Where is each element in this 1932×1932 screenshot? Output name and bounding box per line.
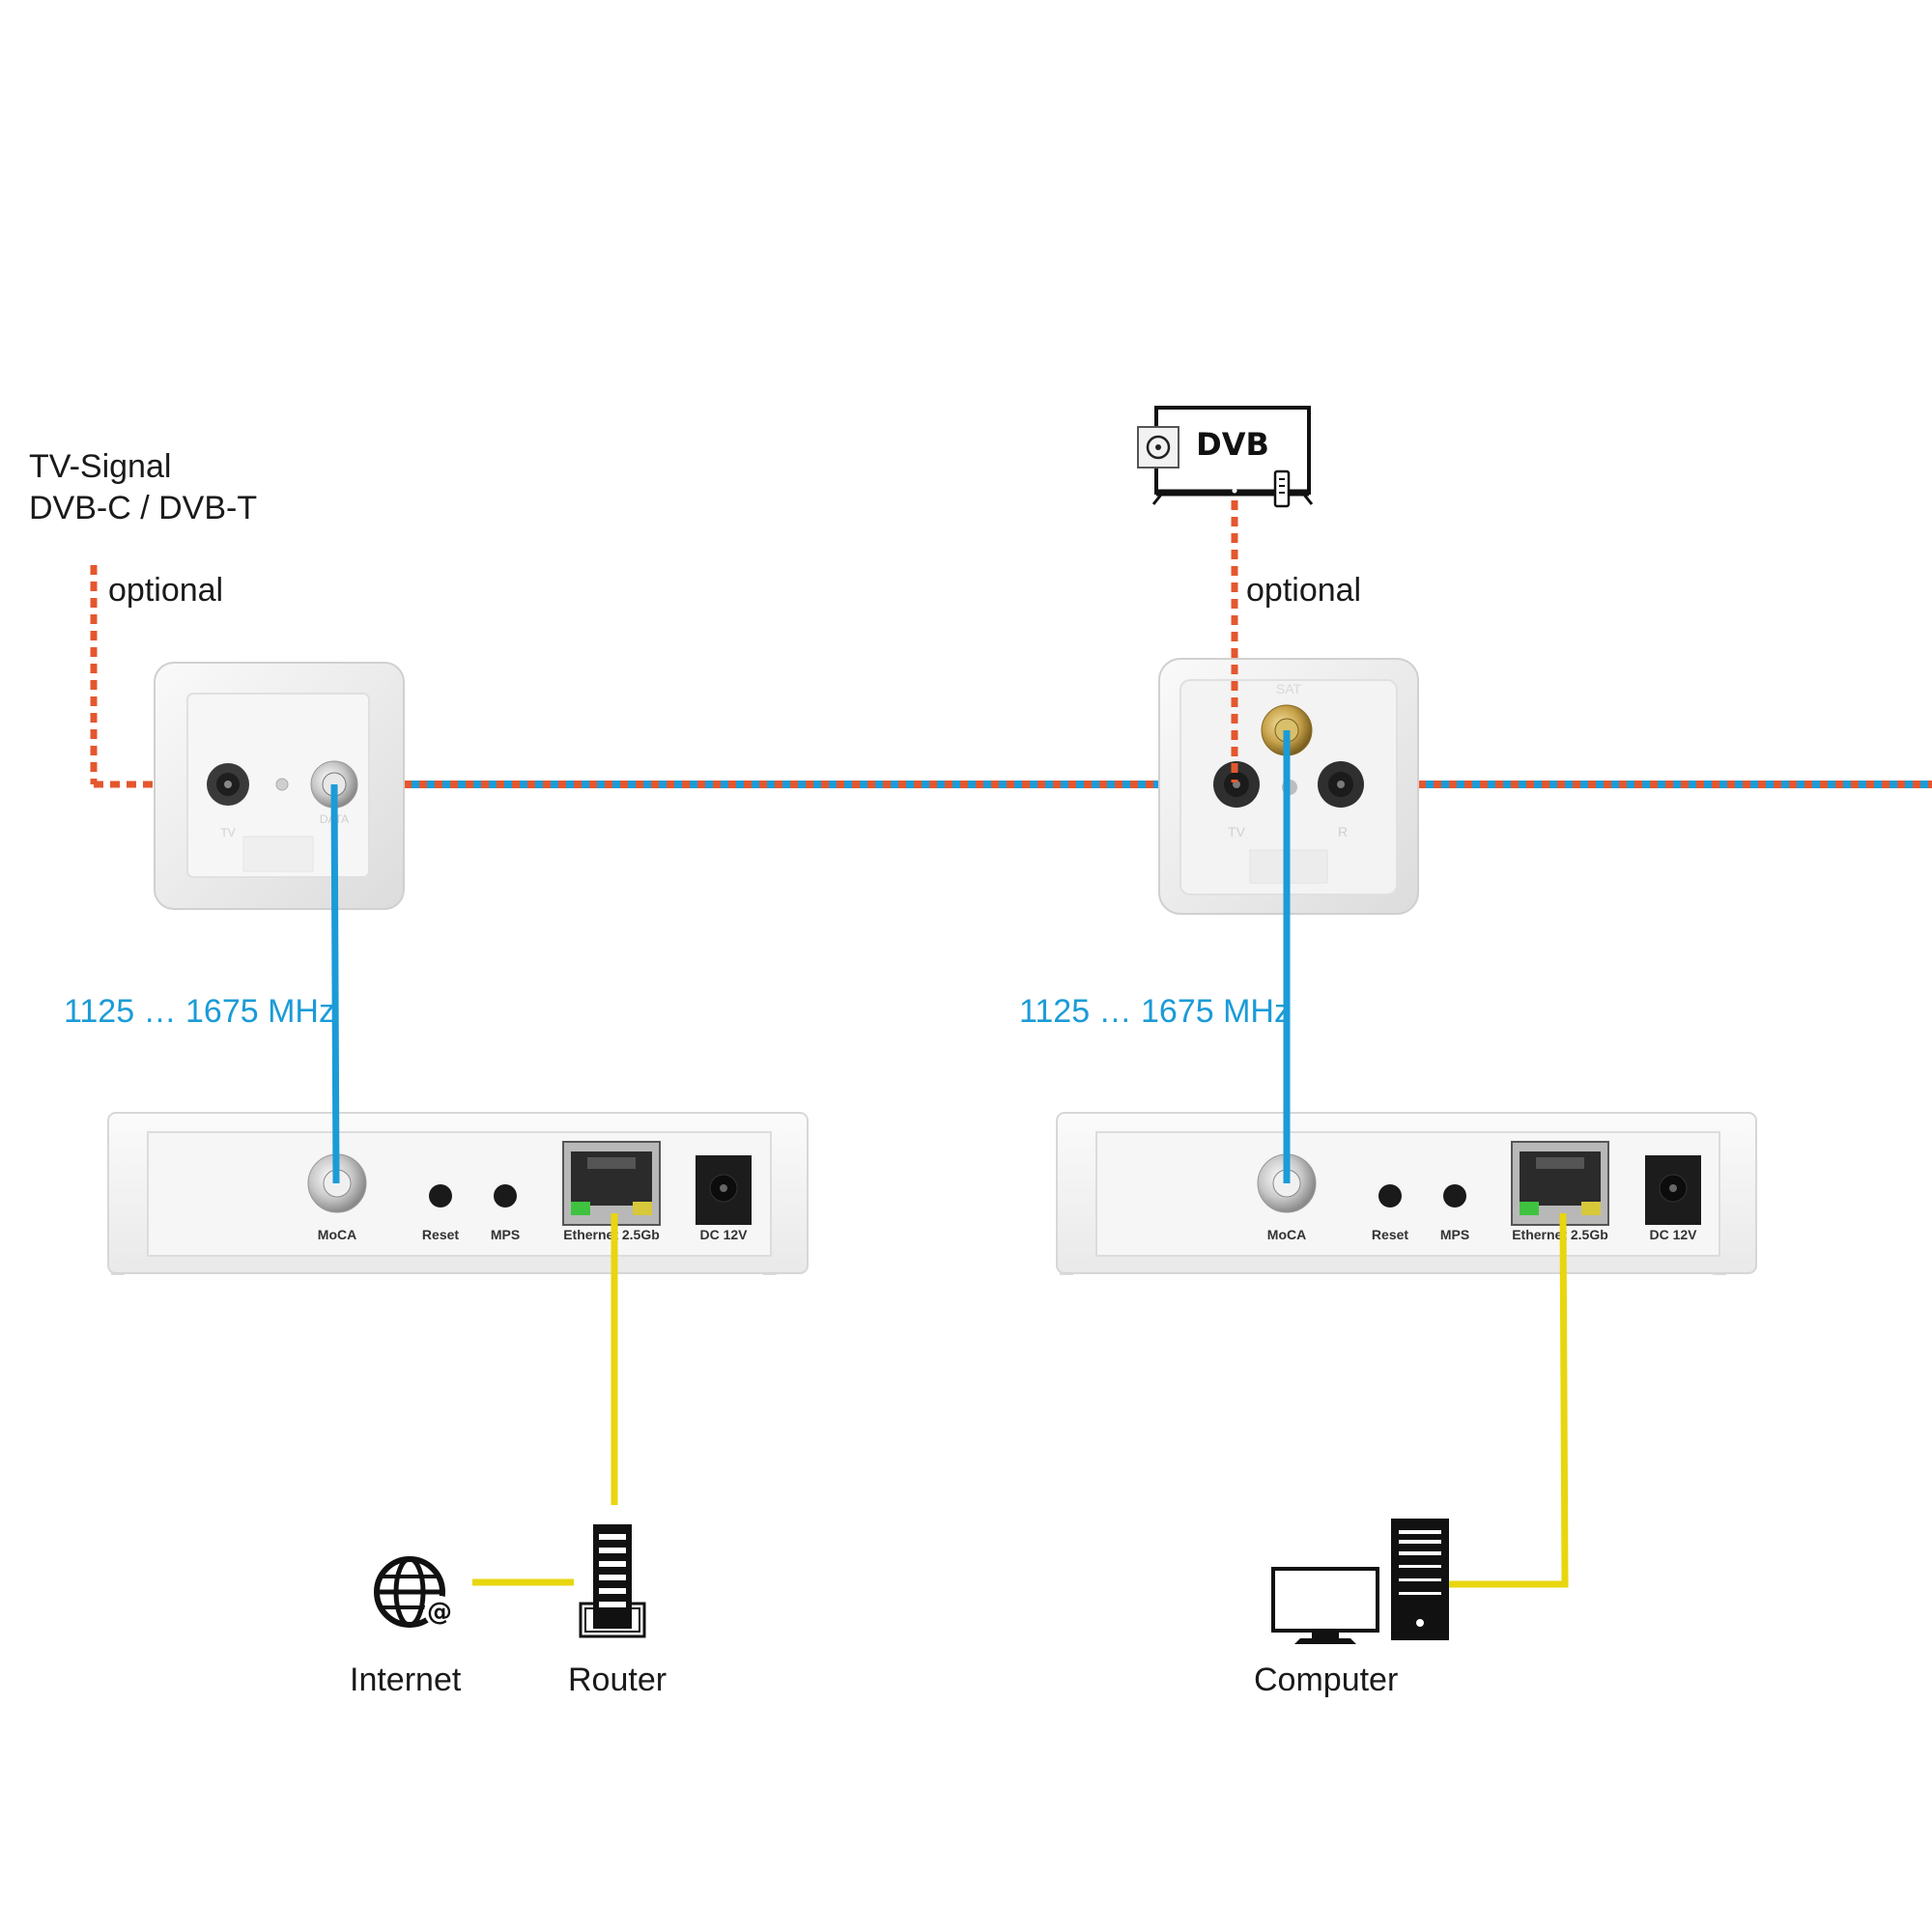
computer-label: Computer [1254, 1662, 1399, 1698]
port-label-reset: Reset [422, 1227, 459, 1242]
tv-signal-standards: DVB-C / DVB-T [29, 489, 258, 526]
moca-port[interactable] [307, 1153, 367, 1213]
tv-socket-icon [207, 763, 249, 806]
moca-cable-left [330, 783, 340, 1184]
tv-icon: DVB [1137, 406, 1314, 508]
port-label-moca: MoCA [318, 1227, 356, 1242]
monitor-icon [1271, 1567, 1379, 1644]
globe-at-icon: @ [374, 1556, 455, 1628]
tv-signal-title: TV-Signal [29, 448, 172, 485]
router-icon [579, 1524, 646, 1638]
router-label: Router [568, 1662, 668, 1698]
port-label-reset: Reset [1372, 1227, 1408, 1242]
svg-text:@: @ [427, 1598, 452, 1627]
ethernet-port[interactable] [1511, 1141, 1609, 1226]
disc-icon [1137, 426, 1179, 469]
frequency-label-right: 1125 … 1675 MHz [1019, 993, 1291, 1030]
radio-socket-icon [1318, 761, 1364, 808]
port-label-dc: DC 12V [1649, 1227, 1697, 1242]
tv-socket-icon [1213, 761, 1260, 808]
port-label-moca: MoCA [1267, 1227, 1306, 1242]
dc-power-port[interactable] [696, 1155, 752, 1225]
internet-label: Internet [350, 1662, 462, 1698]
coax-trunk [90, 565, 1932, 788]
port-label-mps: MPS [491, 1227, 520, 1242]
ethernet-cable-computer [1449, 1212, 1569, 1588]
tv-signal-label: TV-Signal DVB-C / DVB-T [29, 446, 257, 528]
svg-text:TV: TV [220, 826, 235, 839]
ethernet-port[interactable] [562, 1141, 661, 1226]
optional-label-left: optional [108, 572, 224, 609]
frequency-label-left: 1125 … 1675 MHz [64, 993, 335, 1030]
pc-tower-icon [1391, 1519, 1449, 1640]
svg-text:TV: TV [1228, 824, 1246, 839]
remote-icon [1273, 469, 1291, 508]
port-label-dc: DC 12V [699, 1227, 748, 1242]
optional-label-right: optional [1246, 572, 1362, 609]
reset-button[interactable] [1378, 1184, 1402, 1208]
svg-text:R: R [1338, 824, 1348, 839]
mps-button[interactable] [1443, 1184, 1466, 1208]
moca-adapter-left: MoCA Reset MPS Ethernet 2.5Gb DC 12V [107, 1112, 809, 1275]
mps-button[interactable] [494, 1184, 517, 1208]
moca-adapter-right: MoCA Reset MPS Ethernet 2.5Gb DC 12V [1056, 1112, 1757, 1275]
port-label-mps: MPS [1440, 1227, 1469, 1242]
svg-text:SAT: SAT [1276, 681, 1302, 696]
reset-button[interactable] [429, 1184, 452, 1208]
dc-power-port[interactable] [1645, 1155, 1701, 1225]
wall-outlet-left: TV DATA [154, 662, 405, 910]
tv-dvb-label: DVB [1196, 426, 1269, 463]
